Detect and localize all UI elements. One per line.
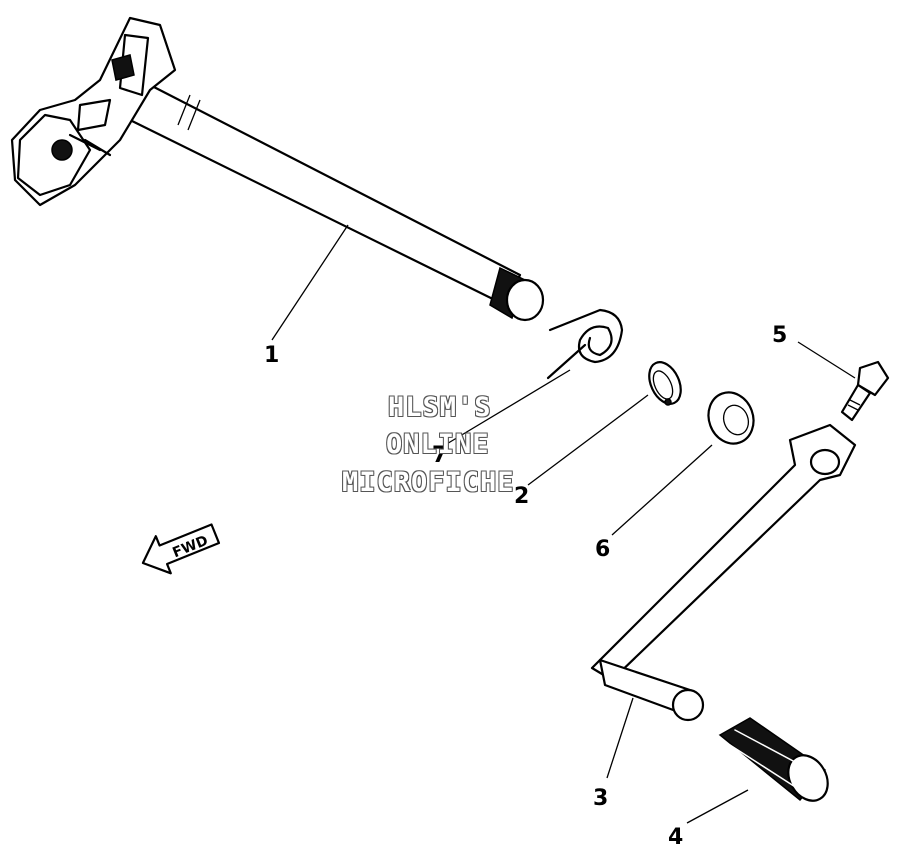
- fwd-arrow: FWD: [141, 523, 221, 575]
- oil-seal: [707, 391, 755, 445]
- pedal-rubber: [718, 717, 829, 802]
- watermark-line-2: ONLINE: [386, 429, 490, 460]
- shift-shaft: [10, 16, 545, 322]
- pinch-bolt: [840, 360, 890, 422]
- watermark-line-1: HLSM'S: [388, 392, 492, 423]
- leader-lines: [271, 224, 856, 824]
- watermark-line-3: MICROFICHE: [342, 467, 515, 498]
- callout-3: 3: [593, 786, 608, 811]
- callout-7: 7: [432, 443, 447, 468]
- shift-pedal: [590, 423, 857, 722]
- return-spring: [546, 308, 624, 380]
- callout-4: 4: [668, 825, 683, 850]
- callout-1: 1: [264, 343, 279, 368]
- callout-6: 6: [595, 537, 610, 562]
- callout-2: 2: [514, 484, 529, 509]
- callout-numbers: 1 7 2 6 5 3 4: [264, 323, 787, 850]
- circlip: [648, 361, 682, 406]
- callout-5: 5: [772, 323, 787, 348]
